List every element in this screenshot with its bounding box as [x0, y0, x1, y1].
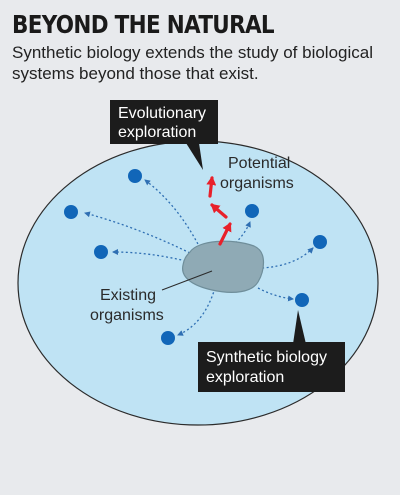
evolution-arrows: [206, 176, 232, 246]
exploration-arrow: [231, 221, 251, 247]
potential-label-line2: organisms: [220, 175, 294, 192]
evolutionary-callout-pointer: [186, 143, 203, 170]
synthetic-callout: Synthetic biology exploration: [198, 310, 345, 392]
organism-dot: [313, 235, 327, 249]
organism-dot: [245, 204, 259, 218]
synthetic-callout-pointer: [293, 310, 306, 344]
existing-organisms-blob: [182, 240, 265, 293]
organism-dots: [64, 169, 327, 345]
potential-label-line1: Potential: [228, 155, 290, 172]
evolutionary-callout-box: [110, 100, 218, 144]
exploration-arrow: [144, 179, 201, 249]
exploration-arrow: [84, 211, 195, 256]
evolutionary-callout: Evolutionary exploration: [110, 100, 218, 170]
organism-dot: [94, 245, 108, 259]
evolution-arrow: [210, 203, 228, 219]
existing-pointer: [161, 270, 213, 291]
exploration-arrows: [84, 179, 314, 336]
existing-label-line1: Existing: [100, 287, 156, 304]
exploration-arrow: [261, 247, 314, 269]
organism-dot: [64, 205, 78, 219]
page-subtitle: Synthetic biology extends the study of b…: [12, 43, 374, 83]
exploration-arrow: [257, 287, 294, 302]
exploration-arrow: [177, 287, 216, 336]
synthetic-callout-line2: exploration: [206, 369, 284, 386]
evolution-arrow: [206, 176, 217, 198]
evolution-arrow: [218, 222, 232, 246]
synthetic-callout-line1: Synthetic biology: [206, 349, 327, 366]
evolutionary-callout-line2: exploration: [118, 124, 196, 141]
organism-dot: [295, 293, 309, 307]
organism-dot: [128, 169, 142, 183]
page-title: BEYOND THE NATURAL: [12, 10, 275, 39]
evolutionary-callout-line1: Evolutionary: [118, 105, 206, 122]
synthetic-callout-box: [198, 342, 345, 392]
existing-label-line2: organisms: [90, 307, 164, 324]
organism-dot: [161, 331, 175, 345]
